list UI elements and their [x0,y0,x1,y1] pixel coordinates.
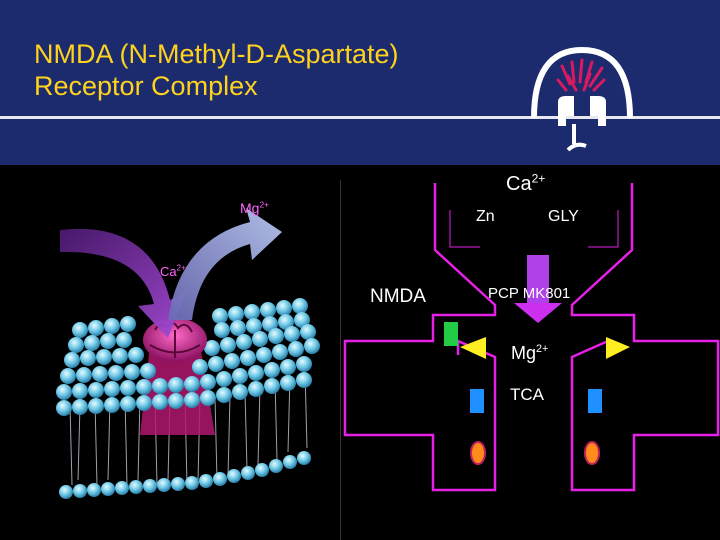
photo-ca-label: Ca2+ [160,264,186,279]
pcp-mk801-label: PCP MK801 [488,285,571,302]
slide-title: NMDA (N-Methyl-D-Aspartate) Receptor Com… [34,38,399,102]
diagram-mg-text: Mg [511,343,537,363]
left-mg-site-marker [460,337,486,359]
ion-channel-icon [143,318,207,362]
diagram-ca-label: Ca2+ [506,171,546,196]
right-tca-site-marker [588,389,602,413]
green-site-marker [444,322,458,346]
ca-arrow-icon [60,228,186,338]
left-orange-site-marker [470,441,486,465]
receptor-outline [343,183,720,492]
title-line-1: NMDA (N-Methyl-D-Aspartate) [34,39,399,69]
diagram-mg-sup: 2+ [536,343,549,355]
diagram-mg-label: Mg2+ [511,343,548,364]
photo-mg-sup: 2+ [259,199,270,210]
right-orange-site-marker [584,441,600,465]
title-line-2: Receptor Complex [34,71,258,101]
right-mg-site-marker [606,337,630,359]
gly-label: GLY [548,208,579,225]
diagram-ca-text: Ca [506,173,532,195]
left-tca-site-marker [470,389,484,413]
receptor-schematic [343,183,720,492]
nmda-label: NMDA [370,286,426,307]
zn-label: Zn [476,208,495,225]
binding-pockets [449,210,619,248]
membrane-bilayer-icon [56,208,320,499]
tca-label: TCA [510,385,544,404]
photo-mg-label: Mg2+ [240,200,269,216]
mg-arrow-icon [168,208,282,320]
diagram-ca-sup: 2+ [531,171,546,186]
pcp-arrow-icon [514,255,562,323]
photo-ca-sup: 2+ [176,263,186,273]
photo-ca-text: Ca [160,264,177,279]
logo-neuron-icon [531,46,633,152]
photo-mg-text: Mg [240,200,260,216]
membrane-illustration-panel: Mg2+ Ca2+ [0,180,341,540]
header-divider [0,116,720,119]
